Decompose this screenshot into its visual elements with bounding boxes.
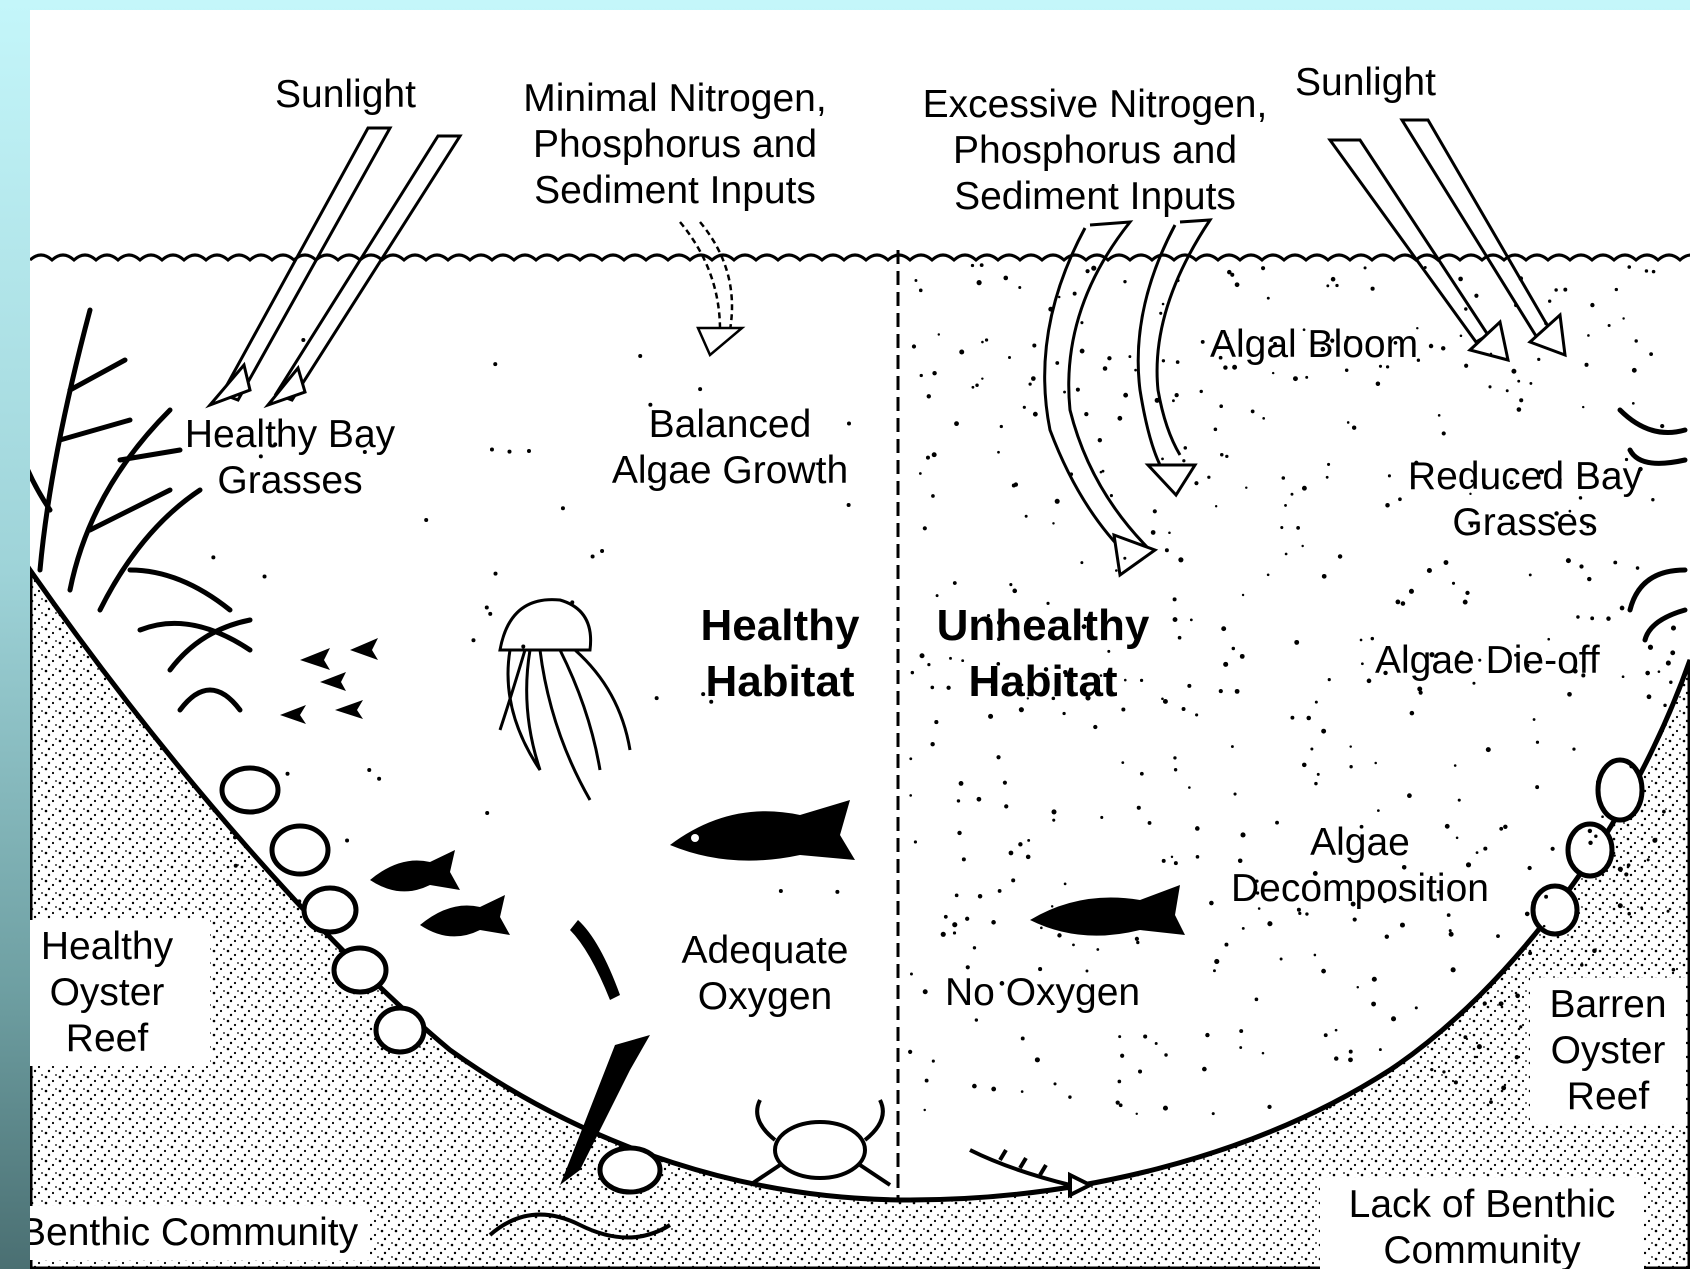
habitat-diagram: Sunlight Minimal Nitrogen, Phosphorus an… xyxy=(30,10,1690,1269)
lack-benthic-community-label: Lack of Benthic Community xyxy=(1320,1178,1644,1269)
reduced-bay-grasses-label: Reduced Bay Grasses xyxy=(1400,454,1650,546)
adequate-oxygen-label: Adequate Oxygen xyxy=(660,928,870,1020)
crab-icon xyxy=(750,1100,890,1185)
balanced-algae-label: Balanced Algae Growth xyxy=(600,402,860,494)
dead-fish-icon xyxy=(970,1150,1090,1195)
sunlight-right-label: Sunlight xyxy=(1295,60,1436,106)
algal-bloom-label: Algal Bloom xyxy=(1210,322,1418,368)
no-oxygen-label: No Oxygen xyxy=(945,970,1140,1016)
fish-icon xyxy=(370,850,510,936)
healthy-habitat-title: Healthy Habitat xyxy=(665,598,895,710)
nutrient-arrow-icon xyxy=(680,222,742,355)
barren-oyster-reef-label: Barren Oyster Reef xyxy=(1530,978,1686,1124)
water-surface xyxy=(30,255,1690,260)
healthy-bay-grasses-label: Healthy Bay Grasses xyxy=(170,412,410,504)
fish-icon xyxy=(670,800,855,861)
nutrient-arrow-icon xyxy=(1045,220,1210,575)
benthic-community-label: Benthic Community xyxy=(30,1206,370,1260)
unhealthy-habitat-title: Unhealthy Habitat xyxy=(918,598,1168,710)
algae-dieoff-label: Algae Die-off xyxy=(1375,638,1600,684)
algae-decomposition-label: Algae Decomposition xyxy=(1200,820,1520,912)
sunlight-left-label: Sunlight xyxy=(275,72,416,118)
fish-school-icon xyxy=(280,638,378,724)
excessive-inputs-label: Excessive Nitrogen, Phosphorus and Sedim… xyxy=(915,82,1275,220)
healthy-oyster-reef-label: Healthy Oyster Reef xyxy=(30,920,210,1066)
fish-icon xyxy=(1030,885,1185,936)
jellyfish-icon xyxy=(500,600,630,800)
sunlight-arrow-icon xyxy=(210,128,460,405)
minimal-inputs-label: Minimal Nitrogen, Phosphorus and Sedimen… xyxy=(485,76,865,214)
